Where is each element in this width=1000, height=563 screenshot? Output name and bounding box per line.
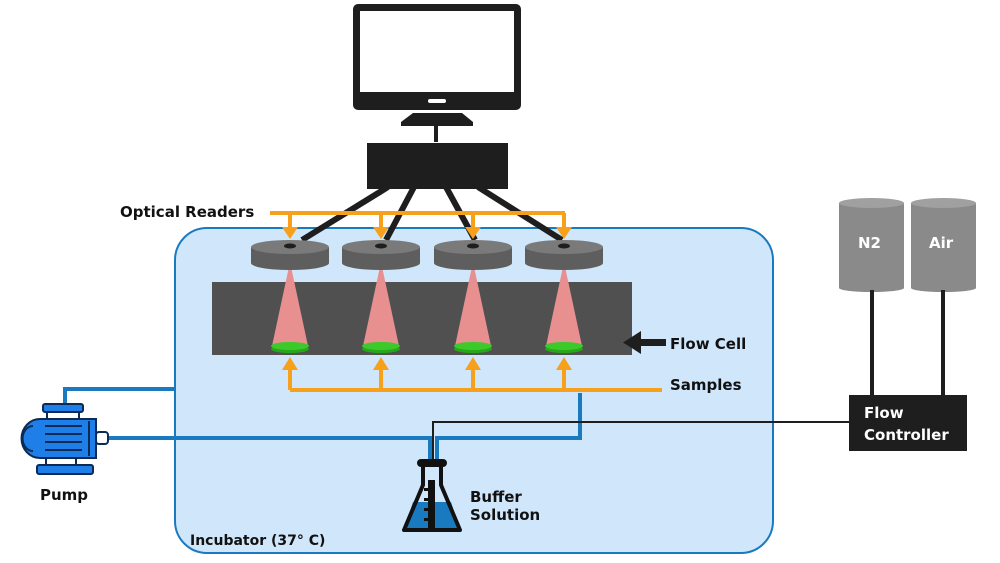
n2-label: N2 bbox=[858, 234, 881, 252]
reader-arrow-icon bbox=[465, 213, 481, 239]
sample-arrow-icon bbox=[373, 357, 389, 390]
light-beam bbox=[546, 262, 582, 346]
sample-arrow-icon bbox=[556, 357, 572, 390]
optical-reader-unit bbox=[434, 240, 512, 353]
samples-manifold bbox=[282, 357, 662, 392]
light-beam bbox=[363, 262, 399, 346]
flow-cell-label: Flow Cell bbox=[670, 335, 746, 353]
sample-arrow-icon bbox=[282, 357, 298, 390]
reader-arrow-icon bbox=[282, 213, 298, 239]
optical-reader-unit bbox=[342, 240, 420, 353]
sample-arrow-icon bbox=[465, 357, 481, 390]
n2-cylinder-icon bbox=[839, 198, 904, 292]
optical-readers bbox=[251, 240, 603, 353]
buffer-solution-label-line2: Solution bbox=[470, 506, 540, 524]
optical-readers-bus bbox=[270, 211, 572, 239]
sample-well bbox=[545, 342, 583, 350]
computer-box bbox=[367, 143, 508, 189]
sample-well bbox=[362, 342, 400, 350]
light-beam bbox=[455, 262, 491, 346]
flow-controller-label-line1: Flow bbox=[864, 404, 904, 422]
buffer-solution-label-line1: Buffer bbox=[470, 488, 522, 506]
reader-arrow-icon bbox=[556, 213, 572, 239]
reader-arrow-icon bbox=[373, 213, 389, 239]
light-beam bbox=[272, 262, 308, 346]
flow-cell-arrow-icon bbox=[623, 331, 666, 354]
blue-tubing bbox=[63, 387, 582, 460]
gas-line bbox=[432, 421, 849, 470]
incubator-label: Incubator (37° C) bbox=[190, 533, 325, 549]
air-cylinder-icon bbox=[911, 198, 976, 292]
sample-well bbox=[454, 342, 492, 350]
sample-well bbox=[271, 342, 309, 350]
air-label: Air bbox=[929, 234, 954, 252]
pump-icon bbox=[20, 403, 109, 475]
optical-readers-label: Optical Readers bbox=[120, 203, 254, 221]
monitor-icon bbox=[353, 4, 521, 142]
flow-controller-label-line2: Controller bbox=[864, 426, 949, 444]
flow-controller-box bbox=[849, 395, 967, 451]
gas-supply-lines bbox=[870, 290, 945, 396]
buffer-flask-icon bbox=[402, 459, 462, 532]
reader-aperture bbox=[467, 243, 479, 249]
reader-aperture bbox=[375, 243, 387, 249]
reader-aperture bbox=[558, 243, 570, 249]
pump-label: Pump bbox=[40, 486, 88, 504]
optical-reader-unit bbox=[251, 240, 329, 353]
reader-aperture bbox=[284, 243, 296, 249]
optical-reader-unit bbox=[525, 240, 603, 353]
samples-label: Samples bbox=[670, 376, 742, 394]
